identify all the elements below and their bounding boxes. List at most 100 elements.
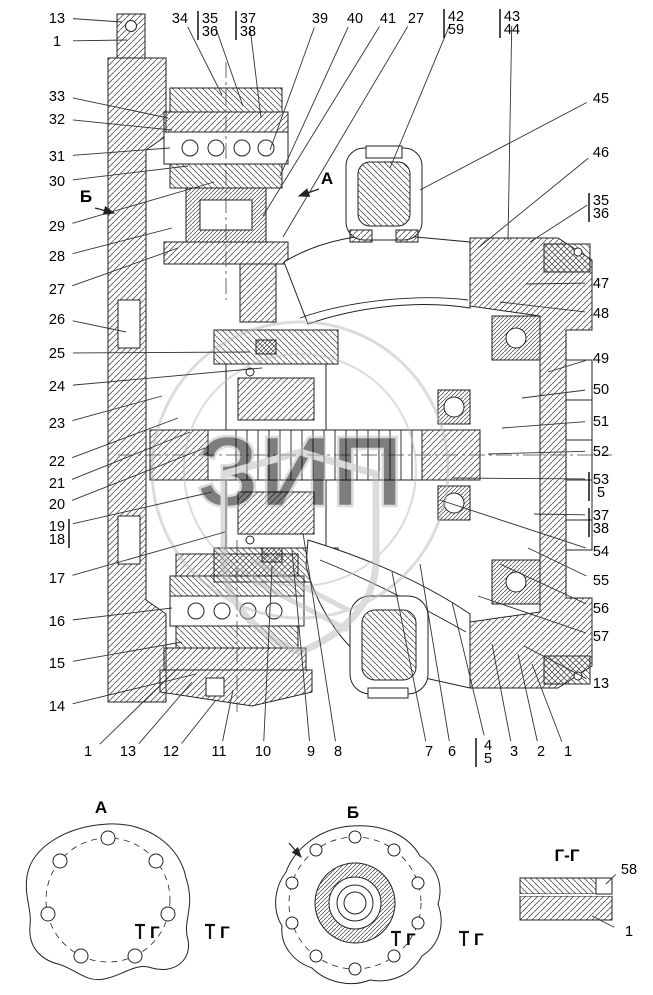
callout-26: 26 xyxy=(49,312,127,333)
callout-53-5: 535 xyxy=(451,472,609,501)
callout-number: 44 xyxy=(504,22,520,38)
callout-7: 7 xyxy=(391,571,433,760)
callout-number: 47 xyxy=(593,276,609,292)
callout-number: 1 xyxy=(625,924,633,940)
callout-number: 2 xyxy=(537,744,545,760)
callout-23: 23 xyxy=(49,395,163,432)
callout-24: 24 xyxy=(49,367,263,395)
bottom-view-b xyxy=(275,825,442,985)
callout-number: 59 xyxy=(448,22,464,38)
callout-number: 16 xyxy=(49,614,65,630)
callout-number: 33 xyxy=(49,89,65,105)
callout-9: 9 xyxy=(291,549,315,760)
callout-54: 54 xyxy=(439,499,609,560)
view-label-text: А xyxy=(95,798,107,817)
callout-number: 26 xyxy=(49,312,65,328)
callout-45: 45 xyxy=(419,91,609,191)
callout-number: 17 xyxy=(49,571,65,587)
callout-number: 55 xyxy=(593,573,609,589)
callout-number: 34 xyxy=(172,11,188,27)
callout-49: 49 xyxy=(547,351,609,373)
section-plane-mark: Г xyxy=(391,930,416,949)
callout-29: 29 xyxy=(49,181,215,235)
view-label-Б: Б xyxy=(347,803,359,822)
callout-11: 11 xyxy=(211,689,234,760)
view-label-А: А xyxy=(95,798,107,817)
callout-52: 52 xyxy=(487,444,609,460)
callout-28: 28 xyxy=(49,227,173,265)
callout-number: 37 xyxy=(593,508,609,524)
shaft-bearings xyxy=(437,389,471,521)
callout-number: 58 xyxy=(621,862,637,878)
callout-10: 10 xyxy=(255,565,273,760)
roller-wheel xyxy=(345,145,423,243)
callout-51: 51 xyxy=(501,414,609,430)
callout-number: 5 xyxy=(597,485,605,501)
callout-number: 13 xyxy=(49,11,65,27)
callout-8: 8 xyxy=(302,532,342,760)
section-plane-letter: Г xyxy=(474,930,484,949)
section-plane-letter: Г xyxy=(220,923,230,942)
callout-33: 33 xyxy=(49,89,169,119)
callout-number: 31 xyxy=(49,149,65,165)
callout-number: 57 xyxy=(593,629,609,645)
callout-number: 7 xyxy=(425,744,433,760)
callout-number: 40 xyxy=(347,11,363,27)
callout-27: 27 xyxy=(49,247,179,298)
upper-housing-web xyxy=(283,234,471,325)
callout-46: 46 xyxy=(477,145,609,249)
callout-12: 12 xyxy=(163,699,217,760)
callout-number: 27 xyxy=(49,282,65,298)
callout-number: 54 xyxy=(593,544,609,560)
callout-16: 16 xyxy=(49,607,173,630)
callout-number: 36 xyxy=(202,24,218,40)
left-flange-plate xyxy=(107,13,167,703)
callout-number: 50 xyxy=(593,382,609,398)
section-plane-letter: Г xyxy=(406,930,416,949)
callout-number: 51 xyxy=(593,414,609,430)
callout-2: 2 xyxy=(517,653,545,760)
callout-number: 35 xyxy=(593,193,609,209)
callout-13: 13 xyxy=(49,11,123,27)
callout-21: 21 xyxy=(49,431,191,492)
callout-number: 22 xyxy=(49,454,65,470)
callout-number: 32 xyxy=(49,112,65,128)
callout-31: 31 xyxy=(49,147,171,165)
section-plane-mark: Г xyxy=(135,923,160,942)
callout-number: 37 xyxy=(240,11,256,27)
callout-27: 27 xyxy=(282,11,424,238)
callout-number: 29 xyxy=(49,219,65,235)
callout-number: 52 xyxy=(593,444,609,460)
callout-4-5: 45 xyxy=(451,601,492,767)
callout-number: 5 xyxy=(484,751,492,767)
callout-32: 32 xyxy=(49,112,173,131)
section-plane-letter: Г xyxy=(150,923,160,942)
view-label-text: Б xyxy=(347,803,359,822)
lower-roller-wheel xyxy=(349,595,429,699)
callout-number: 45 xyxy=(593,91,609,107)
callout-15: 15 xyxy=(49,641,183,672)
callout-number: 18 xyxy=(49,532,65,548)
callout-number: 38 xyxy=(240,24,256,40)
callout-number: 30 xyxy=(49,174,65,190)
bottom-view-a xyxy=(25,823,191,981)
callout-number: 10 xyxy=(255,744,271,760)
callout-6: 6 xyxy=(419,563,456,760)
callout-number: 21 xyxy=(49,476,65,492)
callout-3: 3 xyxy=(491,643,518,760)
view-label-Б: Б xyxy=(80,187,116,215)
section-plane-mark: Г xyxy=(205,923,230,942)
view-b-arrow xyxy=(288,842,302,858)
callout-number: 23 xyxy=(49,416,65,432)
callout-number: 12 xyxy=(163,744,179,760)
callout-number: 42 xyxy=(448,9,464,25)
callout-22: 22 xyxy=(49,417,179,470)
callout-number: 11 xyxy=(211,744,226,760)
callout-number: 20 xyxy=(49,497,65,513)
